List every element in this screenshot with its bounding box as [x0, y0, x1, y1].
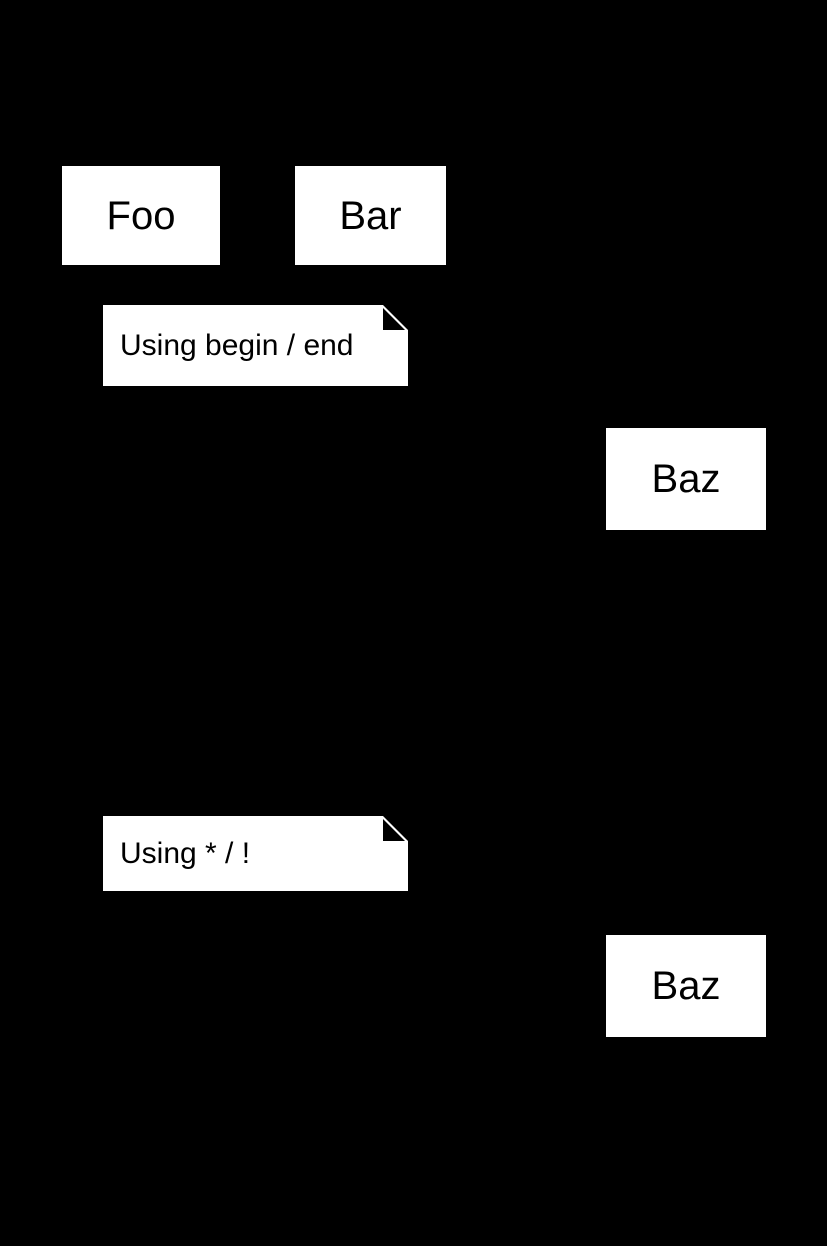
- lifeline-foo: [140, 265, 142, 1246]
- note-using-star-bang[interactable]: Using * / !: [103, 816, 408, 891]
- participant-box-bar[interactable]: Bar: [295, 166, 446, 265]
- participant-label-baz-1: Baz: [651, 457, 721, 501]
- lifeline-baz-1: [686, 530, 688, 935]
- participant-label-foo: Foo: [106, 193, 176, 238]
- note-body: [103, 816, 408, 891]
- note-text-star-bang: Using * / !: [120, 837, 251, 870]
- participant-label-bar: Bar: [339, 193, 402, 238]
- participant-box-baz-2[interactable]: Baz: [606, 935, 766, 1037]
- note-using-begin-end[interactable]: Using begin / end: [103, 305, 408, 386]
- participant-label-baz-2: Baz: [651, 964, 721, 1008]
- participant-box-foo[interactable]: Foo: [62, 166, 220, 265]
- folded-corner-icon: [382, 305, 408, 331]
- note-body: [103, 305, 408, 386]
- lifeline-bar: [370, 265, 372, 1246]
- note-text-begin-end: Using begin / end: [120, 329, 354, 362]
- participant-box-baz-1[interactable]: Baz: [606, 428, 766, 530]
- lifeline-baz-2: [686, 1037, 688, 1246]
